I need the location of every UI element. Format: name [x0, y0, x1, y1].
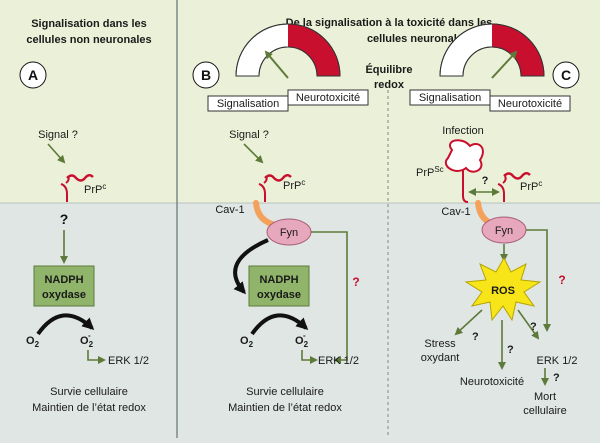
panel-c-infection: Infection [442, 125, 484, 137]
panel-a-o2: O2 [26, 335, 40, 349]
panel-c-ros-to-erk [517, 309, 540, 340]
panel-b-signal-label: Signal ? [229, 129, 269, 141]
panel-c-ros-to-stress [454, 309, 483, 336]
panel-c-mort-line2: cellulaire [523, 405, 566, 417]
panel-c-gauge-left: Signalisation [419, 92, 481, 104]
panel-a-o2-radical: O2- [80, 331, 94, 349]
equilibre-line2: redox [374, 79, 405, 91]
panel-a-nadph-line1: NADPH [44, 274, 83, 286]
panel-a-nadph-box [33, 265, 95, 307]
panel-b-erk: ERK 1/2 [318, 355, 359, 367]
panel-c-q4: ? [553, 372, 560, 384]
panel-b-outcome-line2: Maintien de l’état redox [228, 402, 342, 414]
panel-a-nadph-line2: oxydase [42, 289, 86, 301]
panel-a: Signalisation dans les cellules non neur… [19, 18, 152, 414]
panel-b: Signalisation Neurotoxicité B Signal ? P… [192, 23, 369, 414]
panel-c: Signalisation Neurotoxicité C Infection … [409, 23, 580, 417]
header-bc-title-line1: De la signalisation à la toxicité dans l… [286, 17, 493, 29]
panel-c-neurotox: Neurotoxicité [460, 376, 524, 388]
panel-b-qmark-red: ? [352, 275, 359, 289]
header-bc: De la signalisation à la toxicité dans l… [286, 17, 493, 91]
panel-a-qmark: ? [60, 211, 69, 227]
panel-c-q3: ? [530, 321, 537, 333]
panel-b-o2: O2 [240, 335, 254, 349]
panel-b-nadph-line2: oxydase [257, 289, 301, 301]
panel-a-prpc-label: PrPc [84, 182, 106, 196]
equilibre-line1: Équilibre [365, 63, 412, 76]
header-bc-title-line2: cellules neuronales [367, 33, 469, 45]
panel-c-gauge: Signalisation Neurotoxicité [409, 23, 571, 112]
panel-b-gauge: Signalisation Neurotoxicité [207, 23, 369, 112]
panel-c-gauge-right: Neurotoxicité [498, 98, 562, 110]
panel-b-letter: B [201, 67, 211, 83]
panel-c-letter: C [561, 67, 571, 83]
panel-c-letter-badge [552, 61, 580, 89]
panel-a-outcome-line1: Survie cellulaire [50, 386, 128, 398]
panel-b-outcome-line1: Survie cellulaire [246, 386, 324, 398]
panel-b-prpc-label: PrPc [283, 178, 305, 192]
panel-c-qmark-red: ? [558, 273, 565, 287]
panel-b-o2-radical: O2- [295, 331, 309, 349]
panel-a-title-line2: cellules non neuronales [26, 34, 151, 46]
panel-c-ros-burst [464, 256, 542, 322]
panel-a-erk: ERK 1/2 [108, 355, 149, 367]
panel-c-prpc: PrPc [497, 172, 542, 202]
panel-b-arrow-to-erk [301, 350, 318, 364]
panel-c-interaction-qmark: ? [482, 175, 489, 187]
panel-b-prpc: PrPc [258, 174, 305, 202]
panel-a-arrow-to-erk [87, 350, 106, 364]
panel-c-prpsc: PrPSc [416, 139, 484, 203]
panel-b-signal-arrow [243, 143, 264, 164]
panel-a-prpc: PrPc [60, 174, 106, 202]
panel-c-mort-line1: Mort [534, 391, 556, 403]
panel-c-prpc-label: PrPc [520, 179, 542, 193]
panel-c-q1: ? [472, 331, 479, 343]
panel-c-cav1-label: Cav-1 [441, 206, 470, 218]
panel-b-fyn-to-nadph [233, 238, 269, 295]
panel-a-letter-badge [19, 61, 47, 89]
panel-a-redox-arrow [36, 313, 95, 336]
panel-b-nadph-line1: NADPH [259, 274, 298, 286]
panel-c-erk: ERK 1/2 [537, 355, 578, 367]
panel-c-fyn-label: Fyn [495, 225, 513, 237]
panel-a-outcome-line2: Maintien de l’état redox [32, 402, 146, 414]
panel-b-cav1-label: Cav-1 [215, 204, 244, 216]
panel-c-fyn-to-erk [526, 229, 551, 332]
panel-c-stress-line2: oxydant [421, 352, 460, 364]
panel-b-gauge-left: Signalisation [217, 98, 279, 110]
panel-c-gauge-right-box [489, 95, 571, 112]
panel-b-fyn-label: Fyn [280, 227, 298, 239]
panel-a-signal-label: Signal ? [38, 129, 78, 141]
panel-a-title-line1: Signalisation dans les [31, 18, 147, 30]
panel-a-letter: A [28, 67, 38, 83]
panel-b-gauge-right-box [287, 89, 369, 106]
panel-b-gauge-right: Neurotoxicité [296, 92, 360, 104]
panel-a-signal-arrow [47, 143, 66, 164]
panel-c-q2: ? [507, 344, 514, 356]
panel-c-stress-line1: Stress [424, 338, 456, 350]
panel-b-nadph-box [248, 265, 310, 307]
panel-b-redox-arrow [250, 313, 309, 336]
panel-c-ros-label: ROS [491, 285, 515, 297]
panel-c-prpsc-label: PrPSc [416, 165, 444, 179]
panel-b-fyn-to-erk [311, 231, 348, 364]
panel-b-letter-badge [192, 61, 220, 89]
